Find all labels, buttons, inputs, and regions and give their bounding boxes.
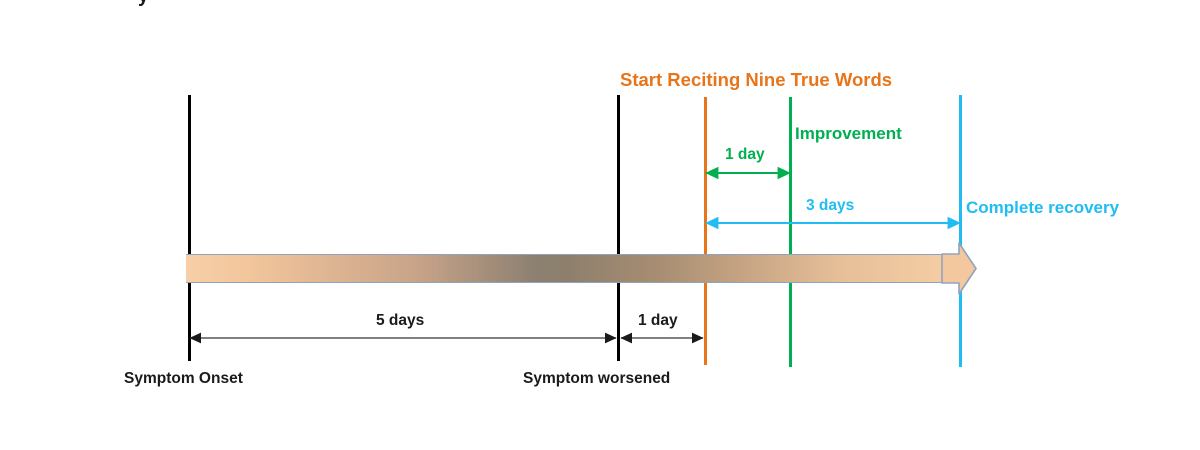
event-label-improvement: Improvement xyxy=(795,124,902,143)
timeline-band xyxy=(186,254,946,283)
event-label-symptom-onset: Symptom Onset xyxy=(124,370,243,387)
interval-arrow-worsened-to-reciting xyxy=(620,332,704,344)
event-line-complete-recovery xyxy=(959,95,962,367)
interval-arrow-onset-to-worsened xyxy=(189,332,617,344)
clipped-heading-fragment: y xyxy=(138,0,149,8)
event-label-complete-recovery: Complete recovery xyxy=(966,198,1120,217)
event-line-symptom-worsened xyxy=(617,95,620,361)
event-label-start-reciting: Start Reciting Nine True Words xyxy=(620,69,893,90)
interval-arrow-reciting-to-improvement xyxy=(705,166,791,180)
event-line-symptom-onset xyxy=(188,95,191,361)
event-line-start-reciting xyxy=(704,97,707,365)
interval-label-worsened-to-reciting: 1 day xyxy=(638,312,678,329)
interval-label-onset-to-worsened: 5 days xyxy=(376,312,425,329)
event-label-symptom-worsened: Symptom worsened xyxy=(523,370,671,387)
interval-label-reciting-to-improvement: 1 day xyxy=(725,146,765,163)
interval-label-reciting-to-recovery: 3 days xyxy=(806,197,855,214)
timeline-arrow-head xyxy=(941,242,977,295)
event-line-improvement xyxy=(789,97,792,367)
interval-arrow-reciting-to-recovery xyxy=(705,216,961,230)
